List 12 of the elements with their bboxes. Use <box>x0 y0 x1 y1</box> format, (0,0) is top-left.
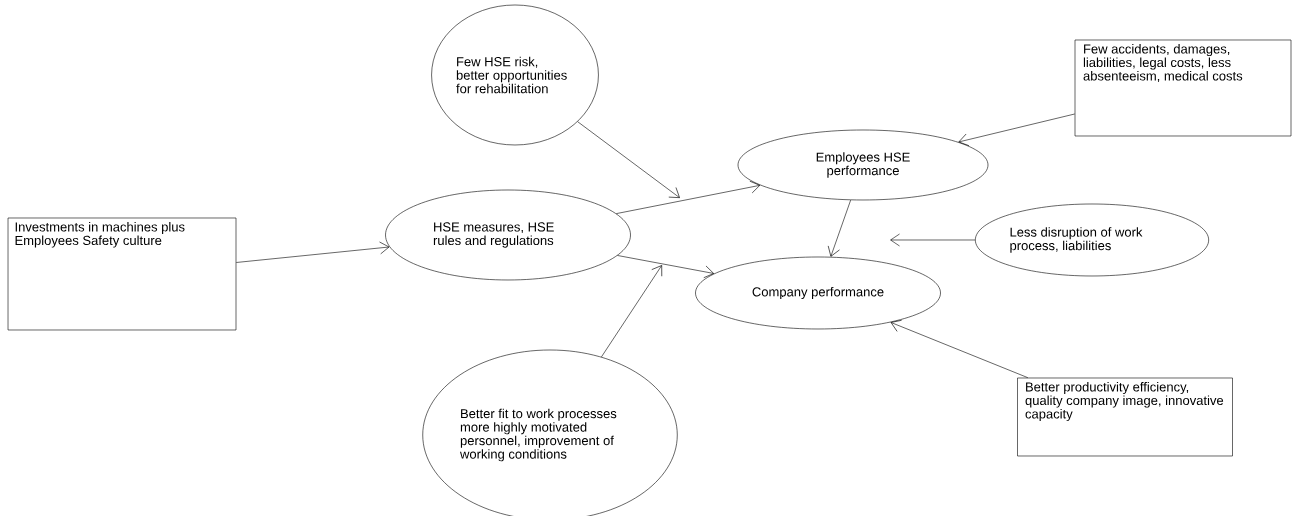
outcome-box: Better productivity efficiency, quality company image, innovative capacity <box>1017 377 1233 457</box>
arrow <box>236 241 390 263</box>
arrow <box>601 265 663 358</box>
arrow <box>617 255 714 279</box>
input-box: Investments in machines plus Employees Safety culture <box>7 217 237 331</box>
arrow <box>577 121 680 198</box>
arrow <box>890 320 1029 378</box>
arrow <box>890 233 976 247</box>
arrow <box>958 113 1075 146</box>
outcome-box: Few accidents, damages, liabilities, legal costs, less absenteeism, medical costs <box>1074 39 1292 137</box>
arrow <box>827 199 851 257</box>
arrow <box>616 180 761 214</box>
